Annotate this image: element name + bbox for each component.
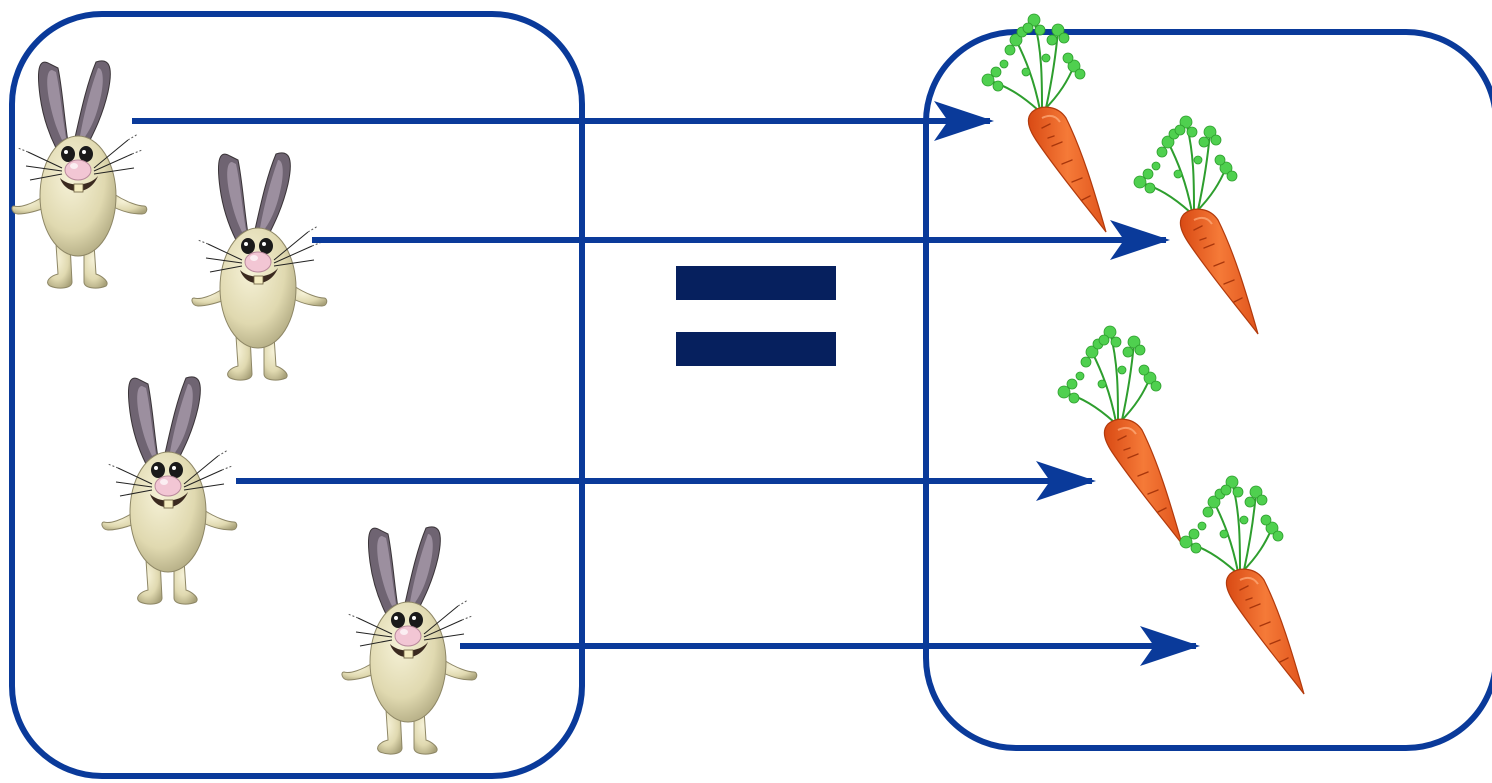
- right-set-boundary: [923, 29, 1492, 751]
- carrot-icon: [1057, 325, 1183, 545]
- rabbit-icon: [341, 526, 478, 755]
- carrot-icon: [1179, 475, 1305, 695]
- rabbit-icon: [11, 60, 148, 289]
- rabbit-icon: [191, 152, 328, 381]
- left-set-boundary: [9, 11, 585, 779]
- equals-bar-bottom: [676, 332, 836, 366]
- equals-bar-top: [676, 266, 836, 300]
- rabbit-icon: [101, 376, 238, 605]
- carrot-icon: [981, 13, 1107, 233]
- carrot-icon: [1133, 115, 1259, 335]
- equals-sign: [676, 266, 836, 366]
